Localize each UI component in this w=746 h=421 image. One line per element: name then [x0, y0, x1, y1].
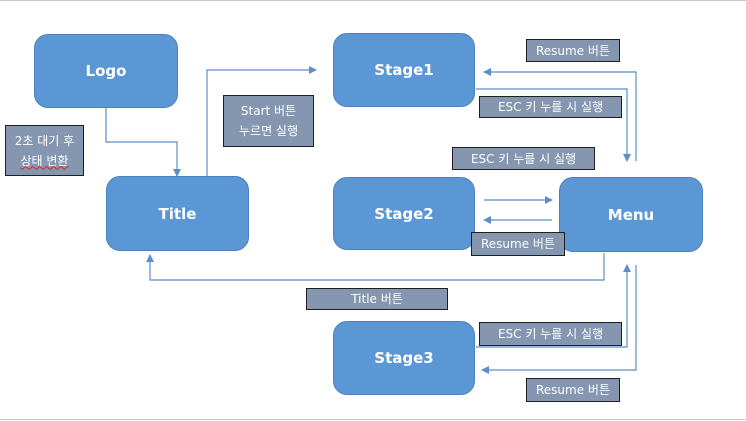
node-logo: Logo — [34, 34, 178, 108]
node-menu: Menu — [559, 177, 703, 252]
label-wait-line1: 2초 대기 후 — [14, 133, 75, 148]
arrow-stage1-to-menu — [476, 88, 631, 162]
node-stage2: Stage2 — [333, 177, 475, 250]
node-title: Title — [106, 176, 249, 251]
label-wait-line2: 상태 변환 — [20, 153, 69, 168]
label-wait-transition: 2초 대기 후 상태 변환 — [5, 125, 84, 176]
node-stage3: Stage3 — [333, 321, 475, 395]
arrow-menu-to-stage3 — [481, 265, 637, 374]
label-start-line2: 누르면 실행 — [238, 124, 298, 138]
label-esc-stage2: ESC 키 누를 시 실행 — [452, 147, 595, 170]
arrow-title-to-stage1 — [206, 66, 317, 176]
label-resume-stage3: Resume 버튼 — [526, 378, 620, 402]
label-esc-stage3: ESC 키 누를 시 실행 — [479, 322, 622, 346]
label-esc-stage1: ESC 키 누를 시 실행 — [479, 96, 622, 118]
arrow-menu-to-stage1 — [483, 68, 637, 161]
label-resume-stage1: Resume 버튼 — [526, 39, 620, 62]
arrow-menu-to-title — [146, 253, 605, 281]
label-start-button: Start 버튼 누르면 실행 — [223, 95, 314, 147]
arrow-stage3-to-menu — [476, 264, 631, 348]
label-start-line1: Start 버튼 — [240, 104, 297, 118]
label-resume-stage2: Resume 버튼 — [471, 232, 565, 256]
arrow-logo-to-title — [105, 108, 181, 177]
node-stage1: Stage1 — [333, 33, 475, 107]
label-title-button: Title 버튼 — [306, 288, 448, 310]
